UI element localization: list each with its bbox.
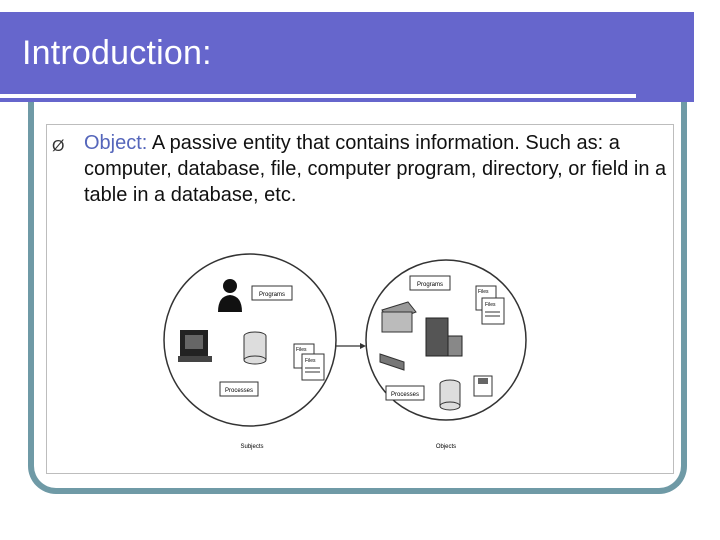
title-underline xyxy=(0,94,636,98)
subjects-processes-label: Processes xyxy=(225,388,253,394)
content-box xyxy=(46,124,674,474)
memory-chip-icon xyxy=(379,353,405,371)
bullet-text: Object: A passive entity that contains i… xyxy=(84,130,680,208)
frame-bottom xyxy=(28,430,687,494)
subjects-programs-label: Programs xyxy=(259,292,285,298)
floppy-disk-icon xyxy=(473,375,493,397)
objects-processes-label: Processes xyxy=(391,392,419,398)
subjects-programs-box xyxy=(251,285,293,301)
subjects-files-label-2: Files xyxy=(305,358,316,364)
user-icon xyxy=(218,279,242,312)
objects-processes-box xyxy=(385,385,425,401)
objects-programs-box xyxy=(409,275,451,291)
objects-caption: Objects xyxy=(436,444,456,450)
bullet-arrow-icon: Ø xyxy=(52,138,65,155)
object-label: Object: xyxy=(84,132,148,154)
database-icon xyxy=(243,331,267,365)
objects-programs-label: Programs xyxy=(417,282,443,288)
computer-icon xyxy=(178,330,212,362)
frame-left xyxy=(28,102,34,462)
arrow-icon xyxy=(336,343,366,349)
object-definition: A passive entity that contains informati… xyxy=(84,132,667,206)
server-icon xyxy=(425,317,463,357)
subjects-caption: Subjects xyxy=(240,444,263,450)
objects-database-icon xyxy=(439,379,461,411)
subjects-files-label-1: Files xyxy=(296,347,307,353)
frame-right xyxy=(681,102,687,462)
objects-files-icon: Files Files xyxy=(475,285,505,325)
subjects-objects-diagram: Programs Files Files Processes Subjects … xyxy=(163,253,527,450)
subjects-processes-box xyxy=(219,381,259,397)
title-bar xyxy=(0,12,694,102)
objects-files-label-2: Files xyxy=(485,302,496,308)
printer-icon xyxy=(381,301,417,333)
objects-files-label-1: Files xyxy=(478,289,489,295)
slide-title: Introduction: xyxy=(22,34,212,72)
subjects-files-icon: Files Files xyxy=(293,343,325,381)
